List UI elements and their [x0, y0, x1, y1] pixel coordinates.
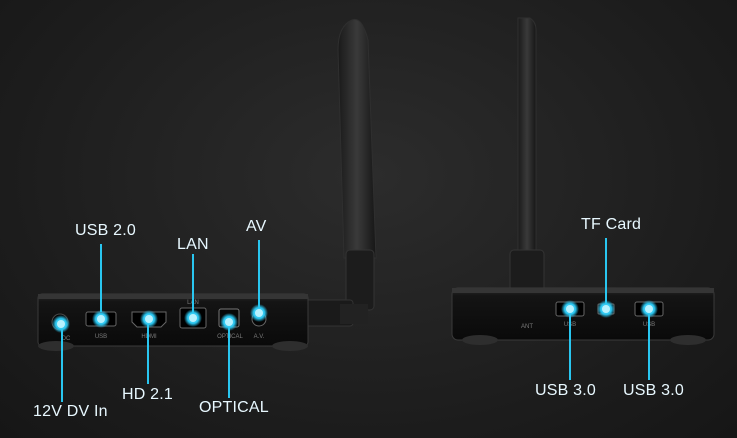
label-usb-3-0-right: USB 3.0 [623, 382, 684, 399]
right-device: ANT USB USB [451, 17, 715, 380]
print-hdmi: HDMI [141, 334, 157, 340]
label-hd-2-1: HD 2.1 [122, 386, 173, 403]
left-device: DC USB HDMI LAN OPTICAL A.V. [37, 18, 377, 402]
left-antenna [304, 18, 377, 327]
print-optical: OPTICAL [217, 334, 243, 340]
label-12v-dc-in: 12V DV In [33, 403, 108, 420]
label-usb-3-0-left: USB 3.0 [535, 382, 596, 399]
print-av: A.V. [254, 334, 265, 340]
right-antenna [509, 17, 545, 301]
label-av: AV [246, 218, 267, 235]
left-box-body [37, 293, 309, 347]
label-usb-2-0: USB 2.0 [75, 222, 136, 239]
print-usb: USB [95, 334, 107, 340]
print-ant: ANT [521, 324, 533, 330]
label-lan: LAN [177, 236, 209, 253]
print-dc: DC [62, 336, 71, 342]
callout-dots-left [52, 304, 268, 333]
label-optical: OPTICAL [199, 399, 269, 416]
callout-dots-right [561, 300, 658, 318]
label-tf-card: TF Card [581, 216, 642, 233]
